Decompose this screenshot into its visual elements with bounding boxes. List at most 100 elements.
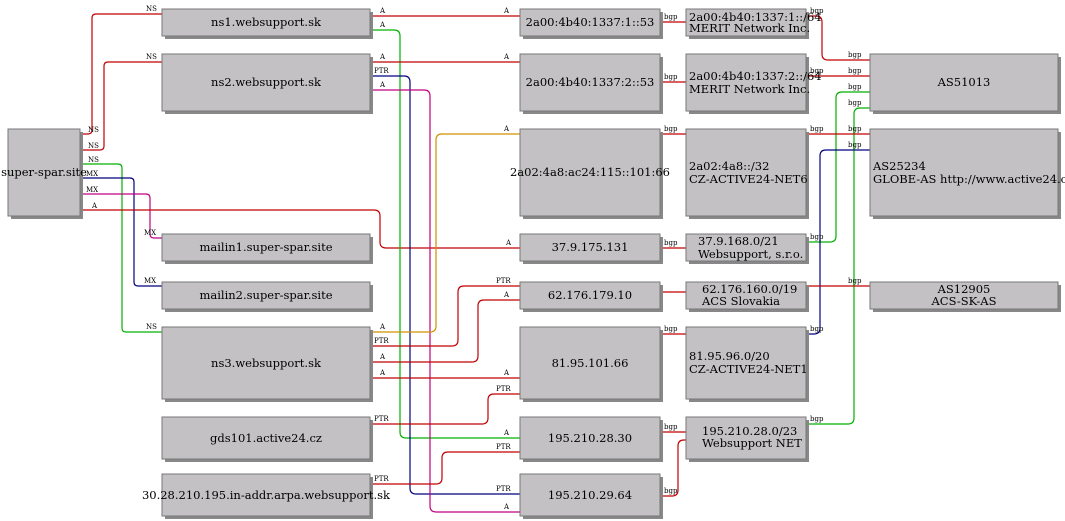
node-prefix-active24-net6[interactable]: 2a02:4a8::/32 CZ-ACTIVE24-NET6	[685, 128, 809, 219]
node-sublabel: Websupport, s.r.o.	[698, 247, 803, 261]
edge-label: A	[503, 125, 510, 133]
edge-label: PTR	[374, 67, 389, 75]
edge-label: A	[503, 291, 510, 299]
node-sublabel: ACS-SK-AS	[931, 294, 997, 308]
node-label: 37.9.168.0/21	[698, 234, 779, 248]
edge-label: A	[503, 369, 510, 377]
edge-label: bgp	[664, 13, 678, 21]
node-label: gds101.active24.cz	[210, 431, 322, 445]
node-as51013[interactable]: AS51013	[869, 53, 1061, 114]
edge-label: A	[379, 21, 386, 29]
edge-ss-mx1	[82, 193, 162, 239]
edge-label: bgp	[810, 67, 824, 75]
edge-label: A	[505, 239, 512, 247]
edge-label: A	[379, 323, 386, 331]
node-label: 81.95.101.66	[552, 356, 629, 370]
edge-label: A	[379, 353, 386, 361]
node-label: mailin2.super-spar.site	[199, 288, 332, 302]
node-label: ns2.websupport.sk	[211, 75, 322, 89]
edge-label: PTR	[374, 337, 389, 345]
edge-label: A	[379, 369, 386, 377]
node-ip-ns2[interactable]: 2a00:4b40:1337:2::53	[519, 53, 663, 114]
node-prefix-1[interactable]: 2a00:4b40:1337:1::/64 MERIT Network Inc.	[685, 8, 822, 39]
edge-label: A	[379, 81, 386, 89]
node-sublabel: CZ-ACTIVE24-NET6	[689, 172, 808, 186]
node-ns1[interactable]: ns1.websupport.sk	[161, 8, 373, 39]
node-ip-195-28-30[interactable]: 195.210.28.30	[519, 416, 663, 462]
node-label: 2a00:4b40:1337:2::/64	[689, 69, 822, 83]
node-label: 62.176.179.10	[548, 288, 632, 302]
edge-label: bgp	[848, 51, 862, 59]
node-super-spar-site[interactable]: super-spar.site	[1, 128, 87, 219]
edge-label: bgp	[848, 83, 862, 91]
edge-bgp-195	[808, 107, 872, 425]
edge-label: NS	[146, 323, 157, 331]
node-prefix-81[interactable]: 81.95.96.0/20 CZ-ACTIVE24-NET1	[685, 326, 809, 402]
edge-label: bgp	[664, 239, 678, 247]
node-sublabel: CZ-ACTIVE24-NET1	[689, 362, 808, 376]
edge-label: bgp	[848, 125, 862, 133]
node-label: super-spar.site	[1, 165, 87, 179]
node-ip-mail[interactable]: 37.9.175.131	[519, 233, 663, 264]
node-arpa[interactable]: 30.28.210.195.in-addr.arpa.websupport.sk	[142, 473, 391, 519]
edge-label: bgp	[810, 233, 824, 241]
node-label: ns3.websupport.sk	[211, 356, 322, 370]
node-prefix-195[interactable]: 195.210.28.0/23 Websupport NET	[685, 416, 809, 462]
edge-label: A	[91, 202, 98, 210]
edge-ns2-ptr	[372, 75, 520, 495]
edge-ns3-a2	[372, 299, 520, 363]
node-as12905[interactable]: AS12905 ACS-SK-AS	[869, 281, 1061, 312]
node-ip-active24[interactable]: 2a02:4a8:ac24:115::101:66	[510, 128, 670, 219]
node-label: AS51013	[937, 75, 991, 89]
node-label: 30.28.210.195.in-addr.arpa.websupport.sk	[142, 488, 391, 502]
node-label: 2a00:4b40:1337:1::53	[526, 15, 655, 29]
node-label: ns1.websupport.sk	[211, 15, 322, 29]
edge-bgp-37	[808, 91, 872, 243]
edge-ss-ns3	[82, 163, 162, 333]
node-ip-81[interactable]: 81.95.101.66	[519, 326, 663, 402]
node-gds101[interactable]: gds101.active24.cz	[161, 416, 373, 462]
edge-label: A	[503, 503, 510, 511]
edge-label: A	[379, 7, 386, 15]
edge-label: A	[379, 53, 386, 61]
edge-ss-ns1	[82, 13, 162, 135]
node-label: mailin1.super-spar.site	[199, 240, 332, 254]
edge-label: PTR	[496, 385, 511, 393]
node-prefix-2[interactable]: 2a00:4b40:1337:2::/64 MERIT Network Inc.	[685, 53, 822, 114]
node-label: 2a00:4b40:1337:2::53	[526, 75, 655, 89]
node-ip-ns1[interactable]: 2a00:4b40:1337:1::53	[519, 8, 663, 39]
node-ip-195-29-64[interactable]: 195.210.29.64	[519, 473, 663, 519]
node-as25234[interactable]: AS25234 GLOBE-AS http://www.active24.cz/	[869, 128, 1065, 219]
node-ns2[interactable]: ns2.websupport.sk	[161, 53, 373, 114]
node-label: 81.95.96.0/20	[689, 349, 770, 363]
edge-label: NS	[146, 53, 157, 61]
edge-ss-mx2	[82, 177, 162, 287]
node-mailin2[interactable]: mailin2.super-spar.site	[161, 281, 373, 312]
edge-label: PTR	[496, 485, 511, 493]
node-prefix-62[interactable]: 62.176.160.0/19 ACS Slovakia	[685, 281, 809, 312]
edge-label: PTR	[374, 475, 389, 483]
edge-bgp-1	[808, 15, 872, 61]
edge-label: A	[503, 53, 510, 61]
node-mailin1[interactable]: mailin1.super-spar.site	[161, 233, 373, 264]
edge-gds-ptr	[372, 393, 520, 425]
edge-label: A	[503, 7, 510, 15]
edge-label: bgp	[664, 487, 678, 495]
edge-label: bgp	[848, 99, 862, 107]
edge-label: bgp	[810, 415, 824, 423]
node-ns3[interactable]: ns3.websupport.sk	[161, 326, 373, 402]
node-label: 195.210.29.64	[548, 488, 632, 502]
edge-label: bgp	[848, 67, 862, 75]
node-label: AS12905	[937, 282, 991, 296]
node-ip-62[interactable]: 62.176.179.10	[519, 281, 663, 312]
edge-label: PTR	[496, 277, 511, 285]
edge-ns2-a2	[372, 89, 520, 513]
edge-label: bgp	[664, 325, 678, 333]
edge-arpa-ptr	[372, 451, 520, 485]
edge-ns1-a2	[372, 29, 520, 439]
node-prefix-37[interactable]: 37.9.168.0/21 Websupport, s.r.o.	[685, 233, 809, 264]
node-sublabel: MERIT Network Inc.	[689, 82, 810, 96]
edge-label: PTR	[374, 415, 389, 423]
edge-label: NS	[88, 126, 99, 134]
